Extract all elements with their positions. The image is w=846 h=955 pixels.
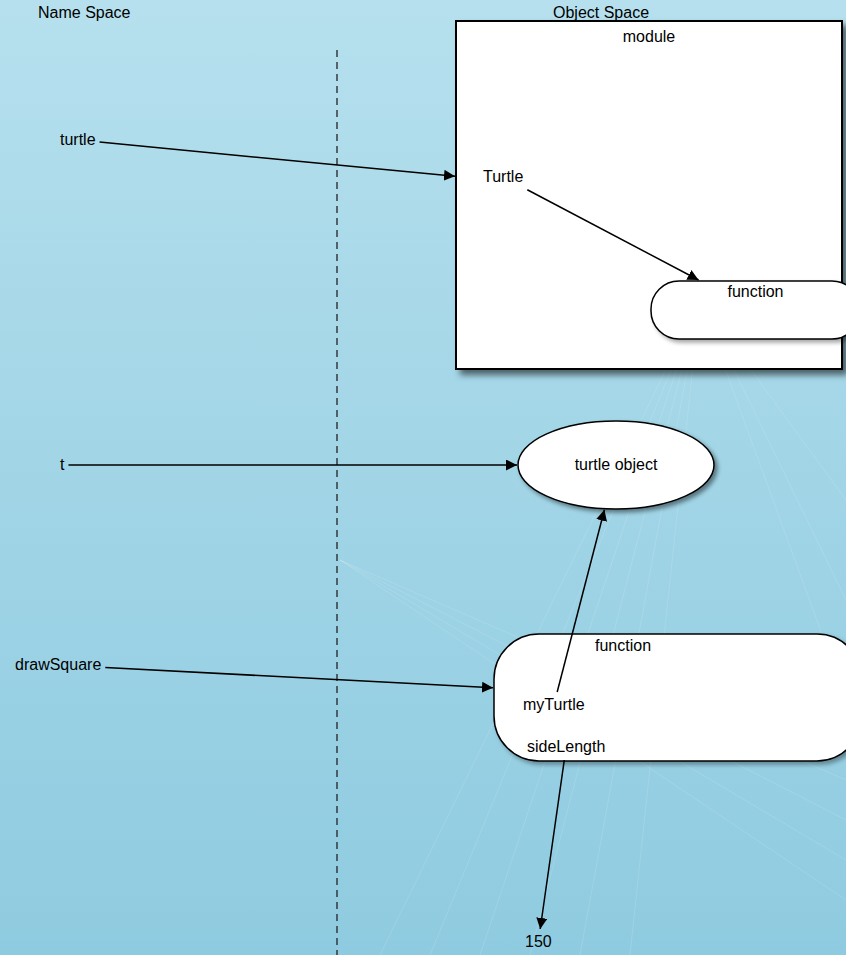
- function-object: function: [650, 280, 846, 340]
- node-title: function: [493, 633, 846, 655]
- reference-arrow: [105, 667, 493, 687]
- space-heading: Object Space: [553, 4, 649, 22]
- attribute-name: Turtle: [483, 168, 523, 186]
- parameter-name: sideLength: [527, 738, 605, 756]
- function-object: function myTurtle sideLength: [493, 633, 846, 762]
- variable-name: drawSquare: [15, 656, 101, 674]
- value-object: 150: [525, 933, 552, 951]
- name-text: drawSquare: [15, 656, 101, 674]
- reference-arrow: [527, 190, 698, 280]
- module-box: moduleTurtle function: [455, 20, 843, 370]
- node-title: turtle object: [575, 456, 658, 474]
- reference-arrow: [68, 464, 517, 466]
- turtle-object: turtle object: [517, 420, 715, 510]
- name-text: sideLength: [527, 738, 605, 756]
- name-text: t: [60, 456, 64, 474]
- bridge-cables: [340, 300, 846, 955]
- node-title: module: [455, 20, 843, 46]
- reference-arrow: [540, 760, 564, 929]
- reference-arrow: [557, 510, 604, 692]
- divider-line: [336, 50, 337, 955]
- node-title: function: [650, 280, 846, 301]
- name-text: Turtle: [483, 168, 523, 186]
- variable-name: t: [60, 456, 64, 474]
- reference-arrow: [100, 142, 455, 176]
- variable-name: turtle: [60, 131, 96, 149]
- name-text: 150: [525, 933, 552, 951]
- rect-outline: [455, 20, 843, 370]
- parameter-name: myTurtle: [523, 696, 585, 714]
- space-heading: Name Space: [38, 4, 131, 22]
- name-text: myTurtle: [523, 696, 585, 714]
- name-text: turtle: [60, 131, 96, 149]
